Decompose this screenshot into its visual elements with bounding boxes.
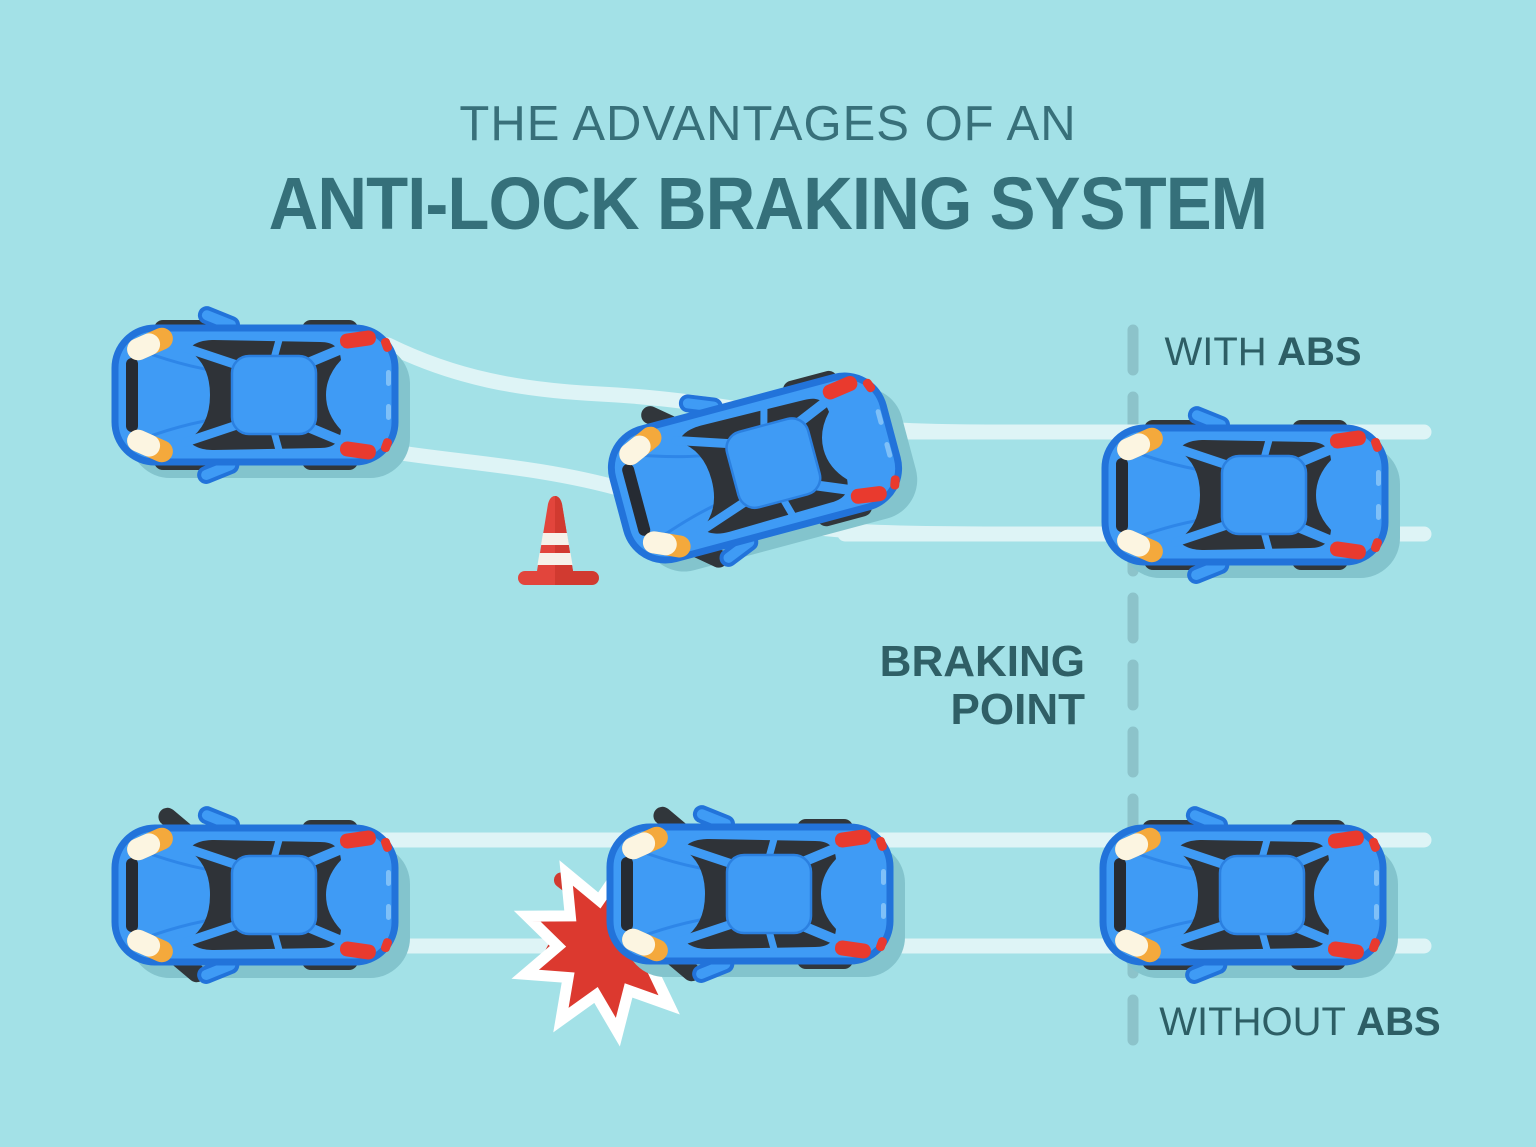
braking-point-line1: BRAKING	[879, 637, 1085, 686]
traffic-cone-upright-icon	[518, 496, 599, 585]
title-line2: ANTI-LOCK BRAKING SYSTEM	[0, 167, 1536, 241]
with-abs-bold: ABS	[1277, 330, 1362, 374]
braking-point-line2: POINT	[950, 685, 1085, 734]
car-no-abs-at-braking-point	[1103, 806, 1398, 984]
without-abs-prefix: WITHOUT	[1159, 1000, 1346, 1044]
braking-point-label: BRAKING POINT	[880, 638, 1085, 734]
without-abs-bold: ABS	[1356, 1000, 1441, 1044]
title-line1: THE ADVANTAGES OF AN	[459, 97, 1077, 151]
car-no-abs-stopped-after-crash	[115, 804, 410, 986]
car-abs-swerving	[596, 340, 928, 592]
title-line2-text: ANTI-LOCK BRAKING SYSTEM	[268, 162, 1268, 245]
car-abs-at-braking-point	[1105, 406, 1400, 584]
car-abs-stopped-safely	[115, 306, 410, 484]
car-no-abs-skidding	[610, 803, 905, 985]
with-abs-prefix: WITH	[1164, 330, 1267, 374]
